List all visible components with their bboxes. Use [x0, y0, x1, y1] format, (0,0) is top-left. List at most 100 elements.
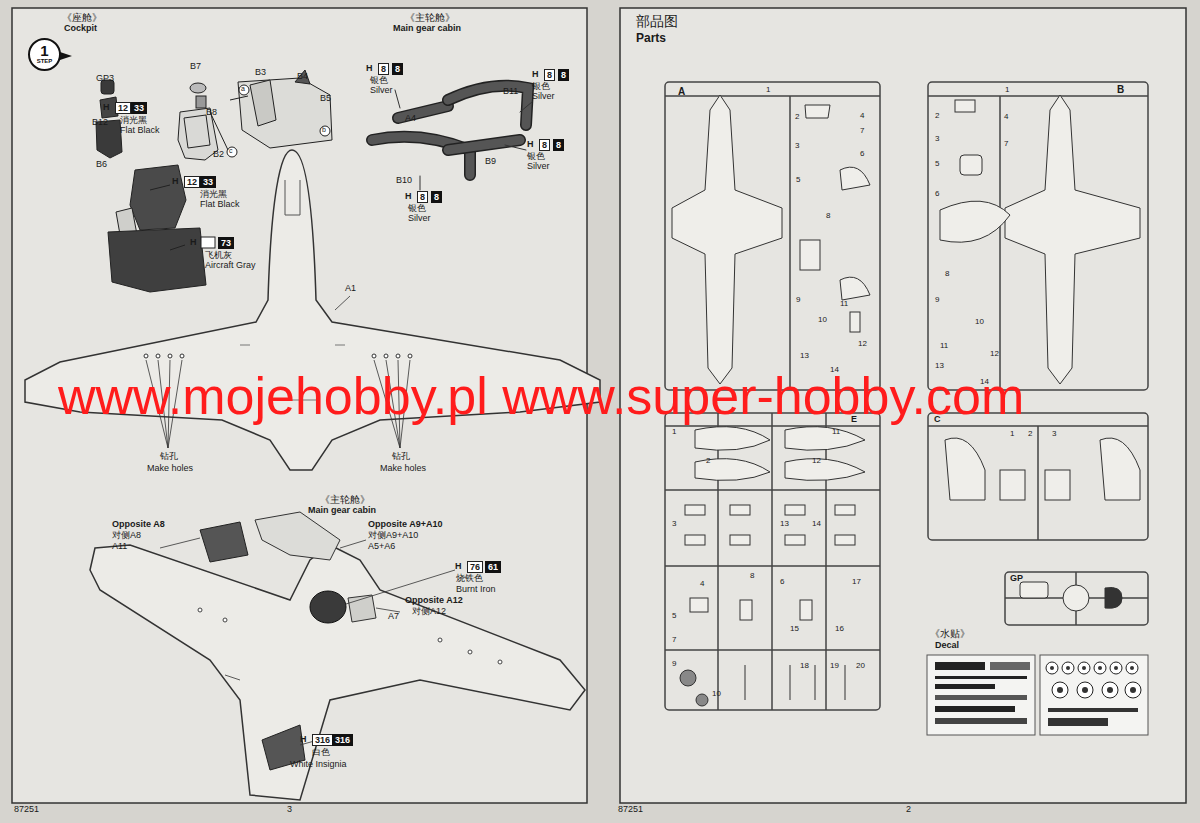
label-text: B3 — [255, 68, 266, 78]
label-text: Cockpit — [64, 24, 97, 34]
part-number: 9 — [672, 660, 676, 669]
part-number: 11 — [940, 342, 948, 351]
part-number: 11 — [832, 428, 840, 437]
part-number: 11 — [840, 300, 848, 309]
label-text: Opposite A8 — [112, 520, 165, 530]
rect-shape — [685, 505, 705, 515]
paint-code: 8 — [431, 191, 442, 203]
rect-shape — [690, 598, 708, 612]
decal-sheets — [927, 655, 1148, 735]
circle-shape — [498, 660, 502, 664]
label-text: 消光黑 — [200, 190, 227, 200]
label-text: 钻孔 — [160, 452, 178, 462]
label-text: Main gear cabin — [393, 24, 461, 34]
part-number: 12 — [858, 340, 867, 349]
path-shape — [805, 105, 830, 118]
g-shape — [144, 354, 412, 358]
part-number: 14 — [980, 378, 989, 387]
path-shape — [448, 140, 520, 150]
g-shape — [160, 538, 455, 745]
step-badge: 1STEP — [28, 38, 61, 71]
circle-shape — [1063, 585, 1089, 611]
label-text: Aircraft Gray — [205, 261, 256, 271]
paint-code: 12 — [115, 102, 131, 114]
rect-shape — [730, 535, 750, 545]
label-text: H — [532, 70, 539, 80]
part-number: 6 — [780, 578, 784, 587]
paint-code: 8 — [544, 69, 555, 81]
label-text: 飞机灰 — [205, 251, 232, 261]
label-text: H — [172, 177, 179, 187]
label-text: H — [455, 562, 462, 572]
circle-shape — [468, 650, 472, 654]
circle-shape — [396, 354, 400, 358]
circle-shape — [1078, 662, 1090, 674]
label-text: Silver — [370, 86, 393, 96]
label-text: H — [190, 238, 197, 248]
paint-code: 8 — [378, 63, 389, 75]
circle-shape — [227, 147, 237, 157]
label-text: A4 — [405, 114, 416, 124]
paint-code: 8 — [392, 63, 403, 75]
circle-shape — [372, 354, 376, 358]
label-text: c — [229, 147, 233, 155]
rect-shape — [1048, 708, 1138, 712]
rect-shape — [1040, 655, 1148, 735]
rect-shape — [927, 655, 1035, 735]
label-text: Opposite A12 — [405, 596, 463, 606]
path-shape — [1105, 587, 1122, 608]
ellipse-shape — [190, 83, 206, 93]
label-text: b — [322, 126, 326, 134]
circle-shape — [1046, 662, 1058, 674]
label-text: B12 — [92, 118, 108, 128]
label-text: H — [366, 64, 373, 74]
label-text: GP — [1010, 574, 1023, 584]
part-number: 1 — [672, 428, 676, 437]
circle-shape — [1062, 662, 1074, 674]
circle-shape — [1066, 666, 1070, 670]
part-number: 8 — [750, 572, 754, 581]
path-shape — [184, 115, 210, 148]
label-text: B5 — [320, 94, 331, 104]
label-text: 银色 — [370, 76, 388, 86]
part-number: 20 — [856, 662, 865, 671]
rect-shape — [1048, 718, 1108, 726]
part-number: 10 — [975, 318, 984, 327]
label-text: A7 — [388, 612, 399, 622]
path-shape — [940, 201, 1010, 242]
circle-shape — [1057, 687, 1063, 693]
path-shape — [695, 427, 770, 451]
part-number: 13 — [800, 352, 809, 361]
label-text: a — [241, 85, 245, 93]
part-number: 3 — [1052, 430, 1056, 439]
label-text: H — [527, 140, 534, 150]
circle-shape — [1050, 666, 1054, 670]
paint-code: 8 — [417, 191, 428, 203]
label-text: Main gear cabin — [308, 506, 376, 516]
path-shape — [1005, 95, 1140, 384]
circle-shape — [1125, 682, 1141, 698]
part-number: 4 — [700, 580, 704, 589]
path-shape — [840, 277, 870, 300]
label-text: B11 — [503, 87, 518, 97]
rect-shape — [730, 505, 750, 515]
path-shape — [672, 95, 782, 384]
label-text: Silver — [527, 162, 550, 172]
circle-shape — [1130, 687, 1136, 693]
rect-shape — [935, 718, 1027, 724]
circle-shape — [696, 694, 708, 706]
rect-shape — [1020, 582, 1048, 598]
label-text: A1 — [345, 284, 356, 294]
part-number: 2 — [706, 457, 710, 466]
label-text: B8 — [206, 108, 217, 118]
part-number: 5 — [672, 612, 676, 621]
gear-cabin-parts — [372, 86, 532, 190]
label-text: 白色 — [312, 748, 330, 758]
part-number: 1 — [766, 86, 770, 95]
circle-shape — [1082, 687, 1088, 693]
path-shape — [448, 86, 528, 125]
label-text: Silver — [532, 92, 555, 102]
rect-shape — [850, 312, 860, 332]
path-shape — [200, 522, 248, 562]
